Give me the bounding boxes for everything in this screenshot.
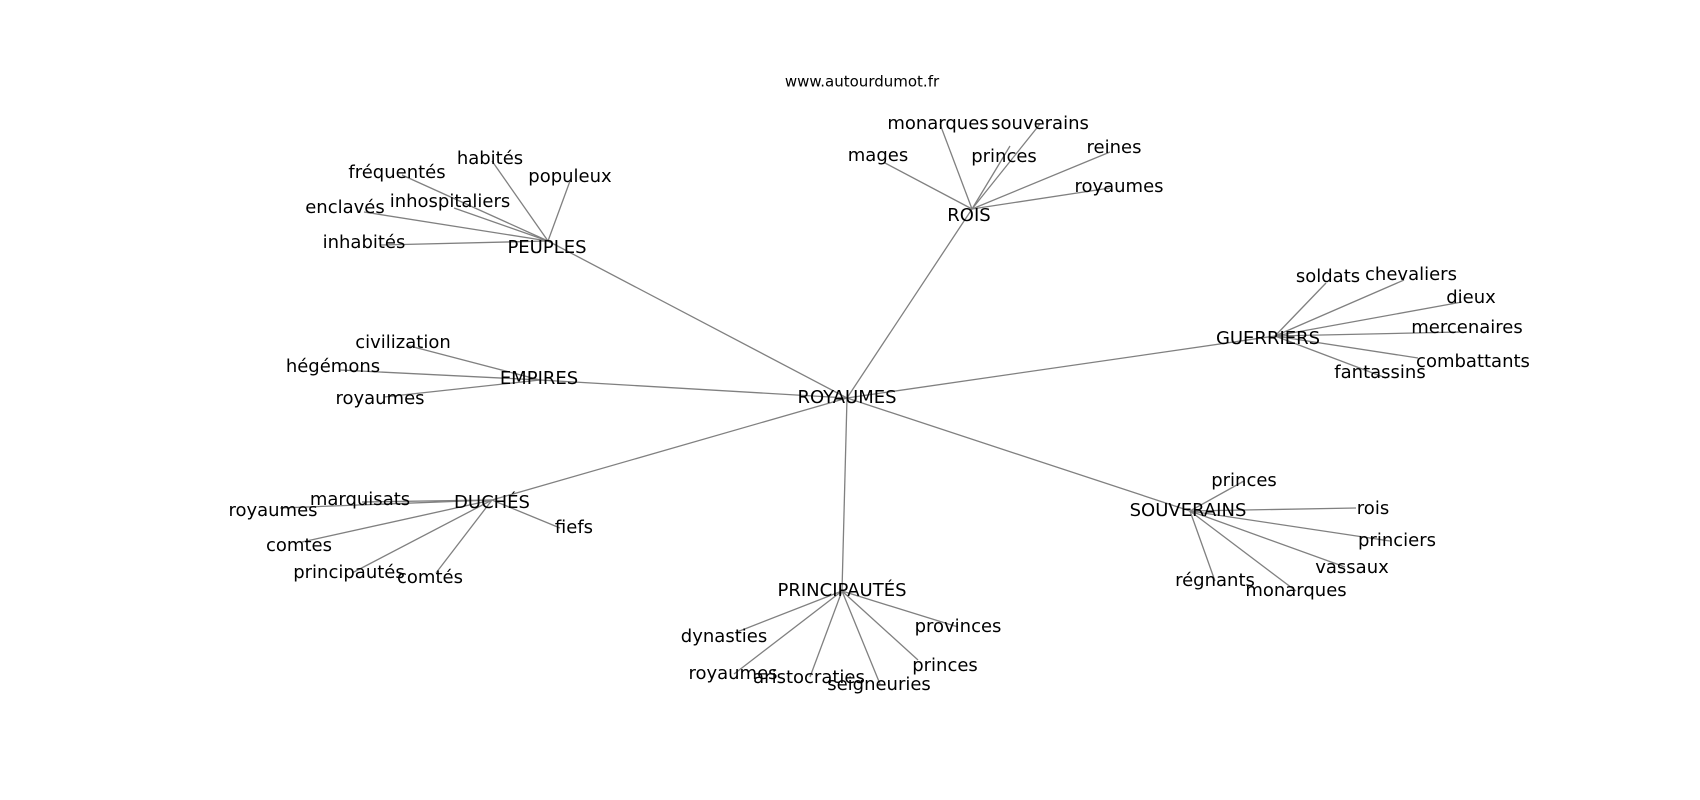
edge-souverains-vassaux (1189, 510, 1346, 568)
edge-principautes-provinces (841, 590, 959, 628)
node-root-royaumes: ROYAUMES (797, 387, 896, 408)
leaf-principautes-royaumes: royaumes (688, 663, 777, 684)
leaf-rois-mages: mages (848, 145, 908, 166)
edge-souverains-regnants (1189, 510, 1216, 582)
leaf-duches-principautes: principautés (293, 562, 405, 583)
leaf-souverains-regnants: régnants (1175, 570, 1255, 591)
node-duches: DUCHÉS (454, 491, 530, 513)
edge-guerriers-combattants (1274, 335, 1419, 359)
edge-empires-civilization (405, 344, 541, 381)
leaf-principautes-provinces: provinces (915, 616, 1002, 637)
leaf-rois-souverains: souverains (991, 113, 1089, 134)
leaf-peuples-inhabites: inhabités (323, 232, 406, 253)
leaf-principautes-princes: princes (912, 655, 978, 676)
edge-principautes-seigneuries (841, 590, 881, 685)
leaf-guerriers-dieux: dieux (1446, 287, 1496, 308)
graph-labels: www.autourdumot.fr ROYAUMES ROIS monarques… (228, 73, 1530, 696)
leaf-rois-monarques: monarques (887, 113, 988, 134)
edge-rois-reines (971, 151, 1111, 210)
edge-guerriers-mercenaires (1274, 331, 1461, 337)
leaf-principautes-dynasties: dynasties (681, 626, 767, 647)
edge-peuples-frequentes (401, 174, 549, 242)
edge-guerriers-dieux (1274, 301, 1463, 337)
leaf-duches-royaumes: royaumes (228, 500, 317, 521)
edge-principautes-royaumes (733, 590, 843, 675)
edge-empires-royaumes (383, 379, 541, 398)
leaf-peuples-frequentes: fréquentés (348, 162, 445, 183)
edge-guerriers-fantassins (1274, 335, 1387, 379)
leaf-souverains-princiers: princiers (1358, 530, 1436, 551)
edge-root-empires (539, 379, 848, 399)
edge-root-principautes (841, 397, 848, 592)
edge-rois-monarques (939, 123, 973, 210)
leaf-guerriers-chevaliers: chevaliers (1365, 264, 1457, 285)
node-rois: ROIS (947, 205, 990, 226)
edge-rois-royaumes (971, 187, 1111, 210)
leaf-rois-reines: reines (1087, 137, 1142, 158)
edge-rois-mages (884, 162, 973, 210)
edge-peuples-enclaves (363, 211, 549, 242)
leaf-peuples-inhospitaliers: inhospitaliers (390, 191, 511, 212)
edge-peuples-habites (491, 160, 549, 242)
edge-duches-comtes (435, 499, 493, 574)
edge-peuples-populeux (547, 180, 571, 242)
leaf-duches-comtes: comtés (397, 567, 463, 588)
edge-peuples-inhabites (379, 240, 549, 246)
edge-root-rois (846, 208, 973, 399)
leaf-souverains-princes: princes (1211, 470, 1277, 491)
leaf-guerriers-combattants: combattants (1416, 351, 1530, 372)
edge-souverains-rois (1189, 507, 1357, 512)
edge-principautes-princes (841, 590, 919, 661)
edge-principautes-aristocraties (809, 590, 843, 678)
edge-root-guerriers (846, 335, 1276, 399)
leaf-guerriers-fantassins: fantassins (1334, 362, 1425, 383)
leaf-rois-royaumes: royaumes (1074, 176, 1163, 197)
edge-principautes-dynasties (736, 590, 843, 633)
node-guerriers: GUERRIERS (1216, 328, 1320, 349)
graph-edges (279, 123, 1463, 685)
leaf-guerriers-soldats: soldats (1296, 266, 1360, 287)
leaf-duches-comtes: comtes (266, 535, 332, 556)
node-peuples: PEUPLES (507, 237, 586, 258)
edge-duches-royaumes (279, 499, 493, 509)
leaf-empires-civilization: civilization (355, 332, 451, 353)
leaf-principautes-aristocraties: aristocraties (753, 667, 865, 688)
leaf-souverains-vassaux: vassaux (1315, 557, 1389, 578)
edge-guerriers-soldats (1274, 282, 1327, 337)
edge-root-peuples (547, 240, 848, 399)
edge-rois-souverains (971, 123, 1041, 210)
edge-empires-hegemons (339, 369, 541, 381)
edge-peuples-inhospitaliers (453, 207, 549, 242)
leaf-guerriers-mercenaires: mercenaires (1411, 317, 1522, 338)
edge-souverains-monarques (1189, 510, 1297, 592)
edge-root-duches (491, 397, 848, 501)
leaf-peuples-populeux: populeux (528, 166, 612, 187)
leaf-empires-royaumes: royaumes (335, 388, 424, 409)
edge-duches-principautes (351, 499, 493, 574)
leaf-rois-princes: princes (971, 146, 1037, 167)
leaf-souverains-monarques: monarques (1245, 580, 1346, 601)
node-souverains: SOUVERAINS (1130, 500, 1247, 521)
edge-root-souverains (846, 397, 1191, 512)
leaf-empires-hegemons: hégémons (286, 356, 380, 377)
edge-duches-comtes (301, 499, 493, 543)
leaf-souverains-rois: rois (1357, 498, 1389, 519)
leaf-peuples-enclaves: enclavés (305, 197, 385, 218)
edge-rois-princes (971, 145, 1011, 210)
watermark: www.autourdumot.fr (785, 73, 940, 91)
leaf-principautes-seigneuries: seigneuries (827, 674, 931, 695)
edge-guerriers-chevaliers (1274, 279, 1405, 337)
node-principautes: PRINCIPAUTÉS (778, 579, 907, 601)
leaf-duches-marquisats: marquisats (310, 489, 410, 510)
edge-duches-fiefs (491, 499, 561, 529)
edge-souverains-princes (1189, 480, 1245, 512)
leaf-peuples-habites: habités (457, 148, 523, 169)
edge-souverains-princiers (1189, 510, 1391, 542)
leaf-duches-fiefs: fiefs (555, 517, 593, 538)
node-empires: EMPIRES (500, 368, 578, 389)
